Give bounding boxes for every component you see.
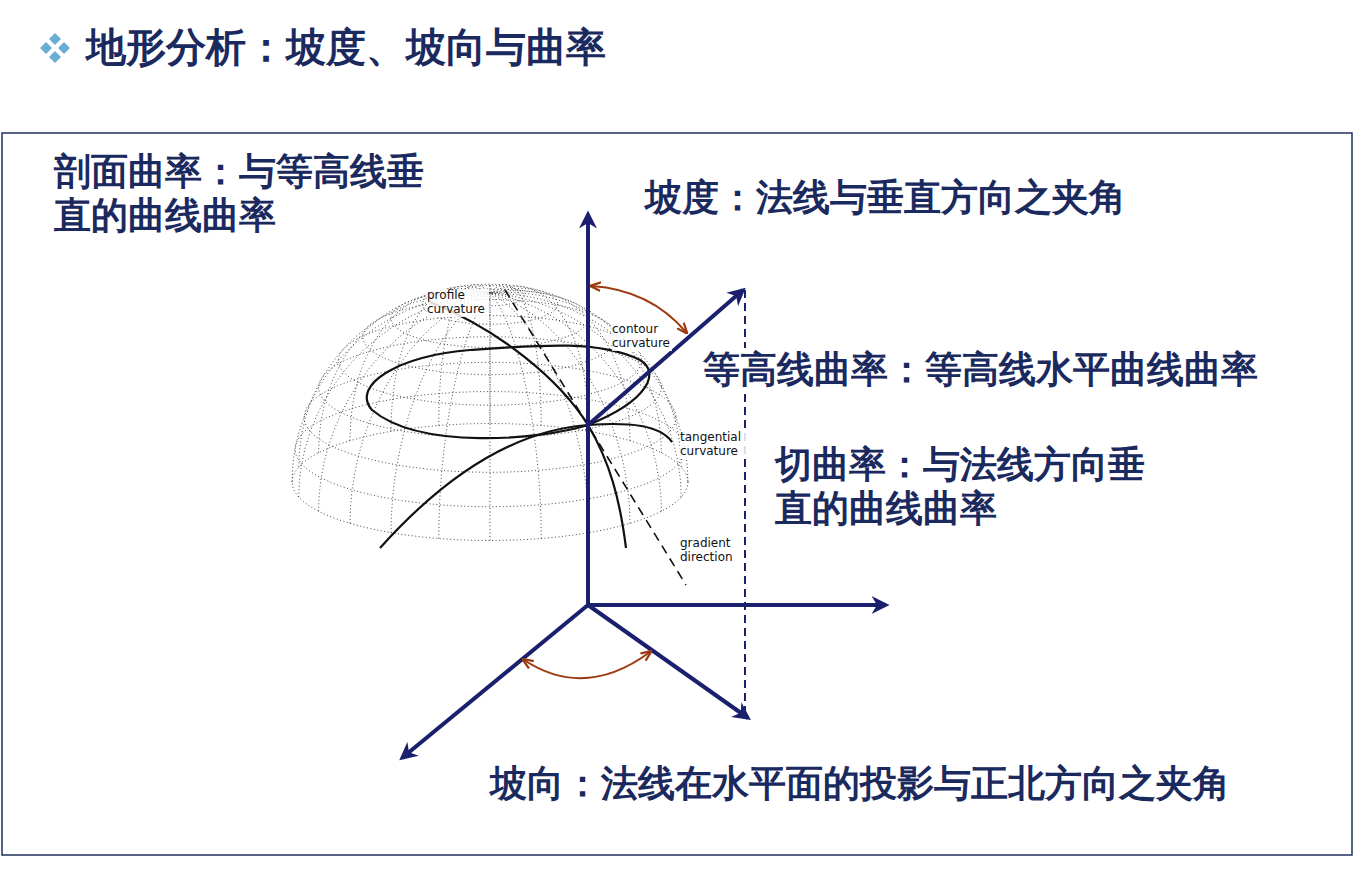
hemisphere-mesh [292,284,688,540]
mesh-line [490,285,541,426]
profile-curve [430,302,626,548]
mesh-line [350,289,490,441]
mesh-line [439,293,490,539]
east-axis [588,603,886,607]
mesh-line [490,284,491,423]
mesh-line [391,286,490,431]
mesh-line [299,292,490,467]
projection-arrow [588,605,748,718]
definition-label: 坡向：法线在水平面的投影与正北方向之夹角 [488,762,1232,806]
mesh-line [490,293,491,541]
curve-label: tangential curvature [680,431,750,459]
north-axis [402,605,588,758]
mesh-line [490,293,541,539]
mesh-line [319,293,490,511]
curve-label: gradient direction [680,537,736,565]
definition-label: 剖面曲率：与等高线垂 直的曲线曲率 [52,150,501,239]
mesh-line [490,286,589,431]
page-title: 地形分析：坡度、坡向与曲率 [86,20,606,75]
gradient-line [505,290,686,585]
definition-label: 坡度：法线与垂直方向之夹角 [643,176,1128,220]
mesh-line [292,293,490,482]
mesh-line [299,293,490,497]
aspect-arc [524,652,650,678]
curve-label: profile curvature [427,289,489,317]
definition-label: 切曲率：与法线方向垂 直的曲线曲率 [773,443,1222,532]
mesh-line [490,289,630,441]
curve-label: contour curvature [612,323,672,351]
mesh-line [490,293,681,497]
definition-label: 等高线曲率：等高线水平曲线曲率 [701,348,1260,392]
panel-border [2,133,1352,855]
mesh-line [490,293,589,533]
vertical-axis [586,214,590,605]
tangential-curve [380,424,672,548]
mesh-line [490,292,681,467]
title-bullet [40,33,70,63]
mesh-line [391,293,490,533]
surface-curves [367,302,672,548]
